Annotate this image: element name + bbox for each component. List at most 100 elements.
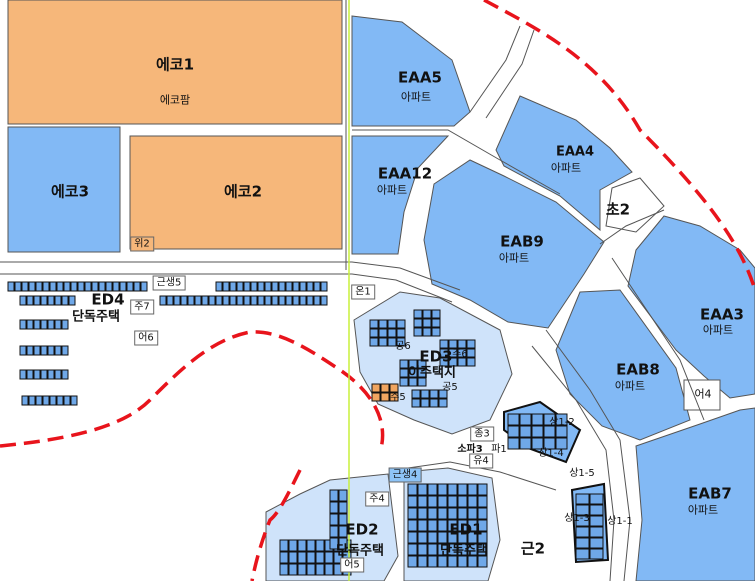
parcel [194,295,202,306]
parcel [70,395,78,406]
parcel [271,295,279,306]
parcel [407,507,418,520]
tag-geunsaeng4: 근생4 [388,467,422,483]
parcel [427,543,438,556]
parcel [467,483,478,496]
parcel [417,555,428,568]
parcel [288,551,298,564]
parcel [250,281,258,292]
zone-eco3[interactable] [7,126,121,253]
parcel [49,395,57,406]
parcel [477,543,488,556]
parcel [250,295,258,306]
parcel [173,295,181,306]
parcel [429,398,439,408]
parcel [299,295,307,306]
parcel [427,495,438,508]
parcel [315,563,325,576]
parcel [417,483,428,496]
parcel [236,295,244,306]
parcel [477,555,488,568]
parcel [427,507,438,520]
parcel [47,319,55,330]
parcel [467,555,478,568]
parcel [306,281,314,292]
zone-cho2[interactable] [605,177,665,233]
parcel [320,281,328,292]
parcel [371,383,381,393]
parcel [49,281,57,292]
parcel [42,281,50,292]
zone-eab7[interactable] [635,407,755,581]
parcel [40,369,48,380]
label-ed2: ED2 [345,520,379,539]
parcel [457,555,468,568]
parcel [429,389,439,399]
parcel [431,309,441,319]
zone-eco2[interactable] [129,135,343,250]
parcel [417,377,427,387]
label-eab7-use: 아파트 [687,503,719,517]
parcel [417,531,428,544]
parcel [380,392,390,402]
parcel [417,507,428,520]
label-ed1: ED1 [449,520,483,539]
parcel [61,345,69,356]
parcel [543,425,556,438]
zone-eab8[interactable] [555,289,691,441]
parcel [40,345,48,356]
parcel [369,337,379,347]
tag-ju5: 주5 [390,392,406,403]
parcel [279,563,289,576]
parcel [387,319,397,329]
tag-eo6: 어6 [134,330,158,346]
parcel [531,413,544,426]
parcel [408,368,418,378]
parcel [437,507,448,520]
parcel [575,526,590,538]
parcel [105,281,113,292]
parcel [399,359,409,369]
parcel [47,295,55,306]
zone-eaa3[interactable] [627,215,755,399]
parcel [42,395,50,406]
parcel [466,339,476,349]
road-network [0,0,705,581]
parcel [54,369,62,380]
parcel [338,501,348,514]
parcel [466,357,476,367]
label-ed4-use: 단독주택 [72,309,120,325]
parcel [439,339,449,349]
parcel [589,548,604,560]
parcel [201,295,209,306]
parcel [61,369,69,380]
parcel [56,281,64,292]
parcel [264,295,272,306]
zone-eaa4[interactable] [495,95,633,232]
parcel [378,328,388,338]
zone-eaa12[interactable] [351,135,450,255]
parcel [180,295,188,306]
parcel [438,398,448,408]
parcel [589,504,604,516]
parcel [477,483,488,496]
parcel [98,281,106,292]
parcel [408,377,418,387]
parcel [26,369,34,380]
parcel [320,295,328,306]
parcel [437,519,448,532]
parcel [457,348,467,358]
parcel [19,369,27,380]
parcel [68,295,76,306]
parcel [396,337,406,347]
parcel [338,489,348,502]
parcel [389,383,399,393]
zone-eco1[interactable] [7,0,343,125]
parcel [457,519,468,532]
parcel [54,345,62,356]
parcel [306,539,316,552]
parcel [297,539,307,552]
parcel [407,555,418,568]
parcel [507,413,520,426]
zone-eab9[interactable] [423,159,605,329]
